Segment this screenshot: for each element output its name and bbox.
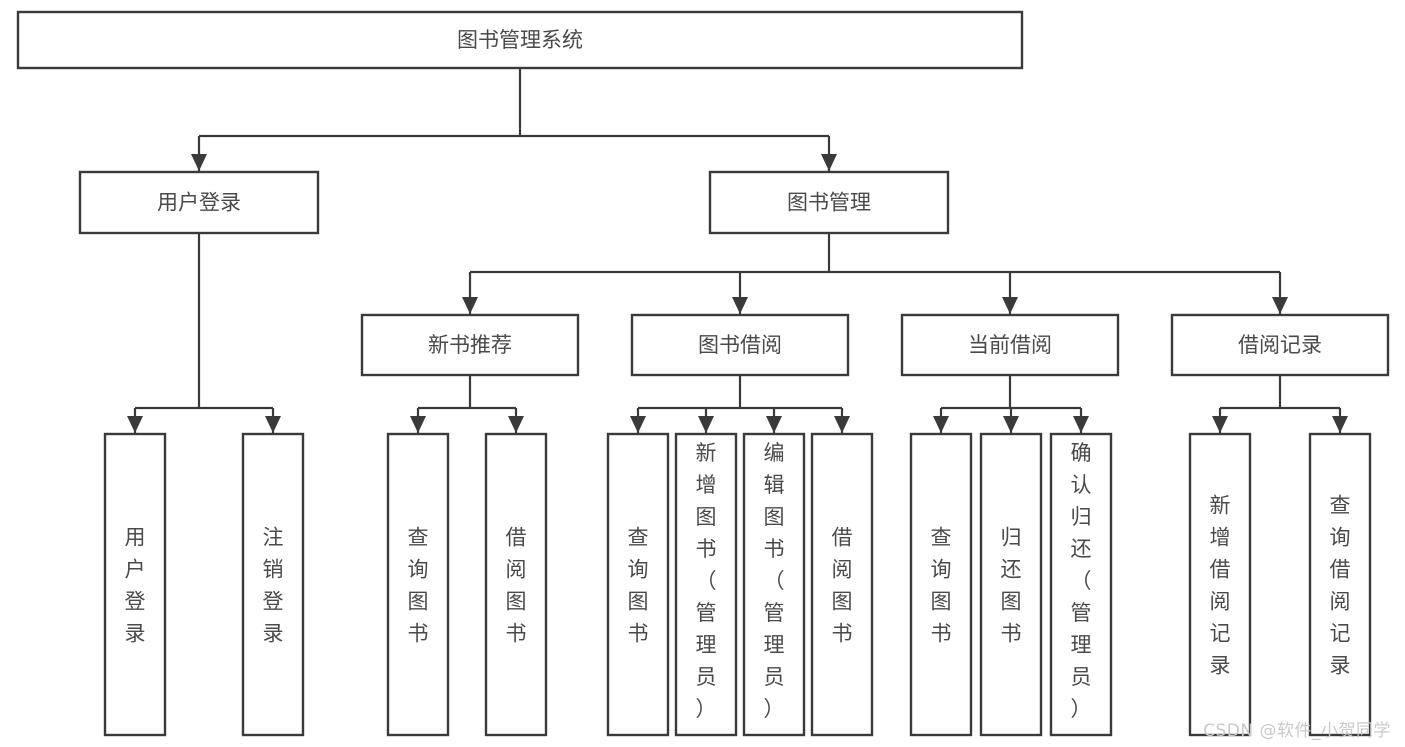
node-box: [78, 170, 320, 235]
node-box: [708, 170, 950, 235]
arrow-head-icon: [1073, 416, 1089, 433]
arrow-head-icon: [1002, 297, 1018, 314]
arrow-head-icon: [933, 416, 949, 433]
node-leaf-confirm-return[interactable]: 确认归还（管理员）: [1049, 432, 1113, 737]
node-label: 借阅图书: [506, 526, 527, 646]
arrow-head-icon: [766, 416, 782, 433]
node-box: [606, 432, 670, 737]
arrow-head-icon: [127, 416, 143, 433]
node-box: [103, 432, 167, 737]
node-leaf-query-record[interactable]: 查询借阅记录: [1308, 432, 1372, 737]
node-label: 查询图书: [408, 526, 429, 646]
arrow-head-icon: [1003, 416, 1019, 433]
node-root[interactable]: 图书管理系统: [16, 10, 1024, 70]
arrow-head-icon: [834, 416, 850, 433]
node-current-borrow[interactable]: 当前借阅: [900, 313, 1120, 377]
node-leaf-borrow-book-1[interactable]: 借阅图书: [484, 432, 548, 737]
node-label: 图书管理系统: [457, 28, 583, 52]
node-box: [630, 313, 850, 377]
node-label: 新增借阅记录: [1210, 494, 1231, 678]
node-user-login[interactable]: 用户登录: [78, 170, 320, 235]
node-leaf-logout[interactable]: 注销登录: [241, 432, 305, 737]
node-box: [674, 432, 738, 737]
arrow-head-icon: [1272, 297, 1288, 314]
connector-layer: [127, 68, 1348, 433]
node-label: 借阅记录: [1238, 333, 1322, 357]
node-box: [360, 313, 580, 377]
node-label: 用户登录: [125, 526, 146, 646]
node-label: 图书借阅: [698, 333, 782, 357]
node-label: 编辑图书（管理员）: [764, 441, 785, 721]
node-leaf-edit-book[interactable]: 编辑图书（管理员）: [742, 432, 806, 737]
node-layer: 图书管理系统用户登录图书管理新书推荐图书借阅当前借阅借阅记录用户登录注销登录查询…: [16, 10, 1390, 737]
node-box: [742, 432, 806, 737]
node-box: [241, 432, 305, 737]
node-box: [900, 313, 1120, 377]
node-book-manage[interactable]: 图书管理: [708, 170, 950, 235]
node-label: 查询借阅记录: [1330, 494, 1351, 678]
node-label: 查询图书: [628, 526, 649, 646]
arrow-head-icon: [630, 416, 646, 433]
arrow-head-icon: [1212, 416, 1228, 433]
node-label: 当前借阅: [968, 333, 1052, 357]
node-label: 新书推荐: [428, 333, 512, 357]
node-box: [979, 432, 1043, 737]
arrow-head-icon: [191, 154, 207, 171]
node-leaf-query-book-1[interactable]: 查询图书: [386, 432, 450, 737]
arrow-head-icon: [265, 416, 281, 433]
node-leaf-user-login[interactable]: 用户登录: [103, 432, 167, 737]
node-label: 用户登录: [157, 191, 241, 215]
node-label: 确认归还（管理员）: [1071, 441, 1092, 721]
node-label: 归还图书: [1001, 526, 1022, 646]
node-box: [1188, 432, 1252, 737]
node-box: [909, 432, 973, 737]
node-leaf-borrow-book-2[interactable]: 借阅图书: [810, 432, 874, 737]
node-leaf-add-record[interactable]: 新增借阅记录: [1188, 432, 1252, 737]
node-leaf-query-book-3[interactable]: 查询图书: [909, 432, 973, 737]
node-new-book-rec[interactable]: 新书推荐: [360, 313, 580, 377]
node-label: 注销登录: [263, 526, 284, 646]
arrow-head-icon: [732, 297, 748, 314]
arrow-head-icon: [821, 154, 837, 171]
node-box: [16, 10, 1024, 70]
node-borrow-record[interactable]: 借阅记录: [1170, 313, 1390, 377]
watermark-label: CSDN @软件_小贺同学: [1203, 721, 1391, 741]
node-leaf-return-book[interactable]: 归还图书: [979, 432, 1043, 737]
node-box: [1308, 432, 1372, 737]
node-box: [386, 432, 450, 737]
node-label: 新增图书（管理员）: [696, 441, 717, 721]
node-box: [810, 432, 874, 737]
arrow-head-icon: [462, 297, 478, 314]
node-label: 查询图书: [931, 526, 952, 646]
arrow-head-icon: [698, 416, 714, 433]
arrow-head-icon: [410, 416, 426, 433]
node-leaf-query-book-2[interactable]: 查询图书: [606, 432, 670, 737]
node-label: 借阅图书: [832, 526, 853, 646]
node-book-borrow[interactable]: 图书借阅: [630, 313, 850, 377]
node-label: 图书管理: [787, 191, 871, 215]
arrow-head-icon: [1332, 416, 1348, 433]
arrow-head-icon: [508, 416, 524, 433]
node-leaf-add-book[interactable]: 新增图书（管理员）: [674, 432, 738, 737]
node-box: [1170, 313, 1390, 377]
node-box: [484, 432, 548, 737]
node-box: [1049, 432, 1113, 737]
